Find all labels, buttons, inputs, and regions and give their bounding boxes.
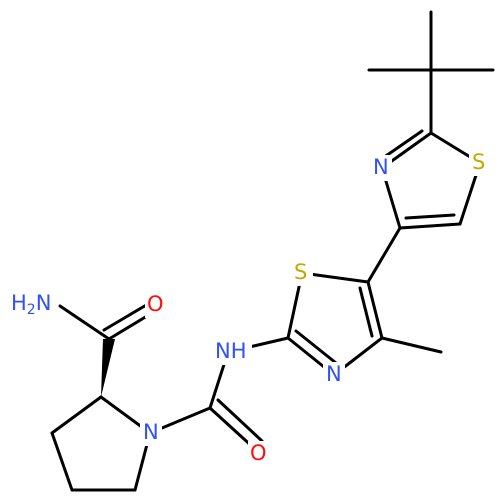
urea-oxygen-label: O [250, 441, 267, 465]
bond-pyrrolidine-c4-c3 [50, 431, 74, 492]
wedge-bond-stereocenter [101, 339, 115, 397]
atom-amide-oxygen: O [145, 292, 167, 318]
bond-thiazole-to-thiazole [366, 226, 402, 284]
bond-lower-thiazole-c2-n3-double [294, 329, 338, 365]
bond-lower-thiazole-methyl [380, 336, 443, 354]
atom-thiazole-a-nitrogen: N [323, 362, 345, 388]
bond-upper-thiazole-c4-c5 [398, 222, 462, 230]
upper-thiazole-sulfur-label: S [472, 150, 485, 174]
upper-thiazole-nitrogen-label: N [373, 155, 389, 179]
urea-nh-label: NH [215, 339, 247, 363]
lower-thiazole-nitrogen-label: N [326, 362, 342, 386]
bond-urea-carbonyl-oxygen-double [216, 398, 264, 443]
atom-urea-oxygen: O [248, 441, 270, 467]
nh2-label: H2N [11, 291, 51, 318]
bond-amide-carbon-nh2 [58, 304, 111, 341]
atom-thiazole-a-sulfur: S [291, 260, 313, 286]
bond-layer [50, 10, 495, 492]
atom-label-layer: H2N O N O NH S N N [8, 150, 491, 467]
bond-lower-thiazole-c4-c5 [366, 280, 384, 340]
bond-amide-carbon-oxygen [107, 311, 154, 341]
bond-lower-thiazole-c4-c5-double [358, 286, 374, 338]
bond-amide-carbon-oxygen-double [102, 302, 150, 332]
bond-pyrrolidine-c3-c2 [50, 395, 103, 435]
lower-thiazole-sulfur-label: S [294, 260, 307, 284]
pyrrolidine-nitrogen-label: N [143, 420, 159, 444]
atom-amide-nh2: H2N [8, 290, 58, 320]
atom-pyrrolidine-nitrogen: N [140, 420, 162, 446]
amide-oxygen-label: O [147, 292, 164, 316]
atom-urea-nh: NH [212, 339, 252, 365]
atom-thiazole-b-nitrogen: N [370, 155, 392, 181]
atom-thiazole-b-sulfur: S [469, 150, 491, 176]
bond-upper-thiazole-c4-c5-double [404, 213, 456, 220]
